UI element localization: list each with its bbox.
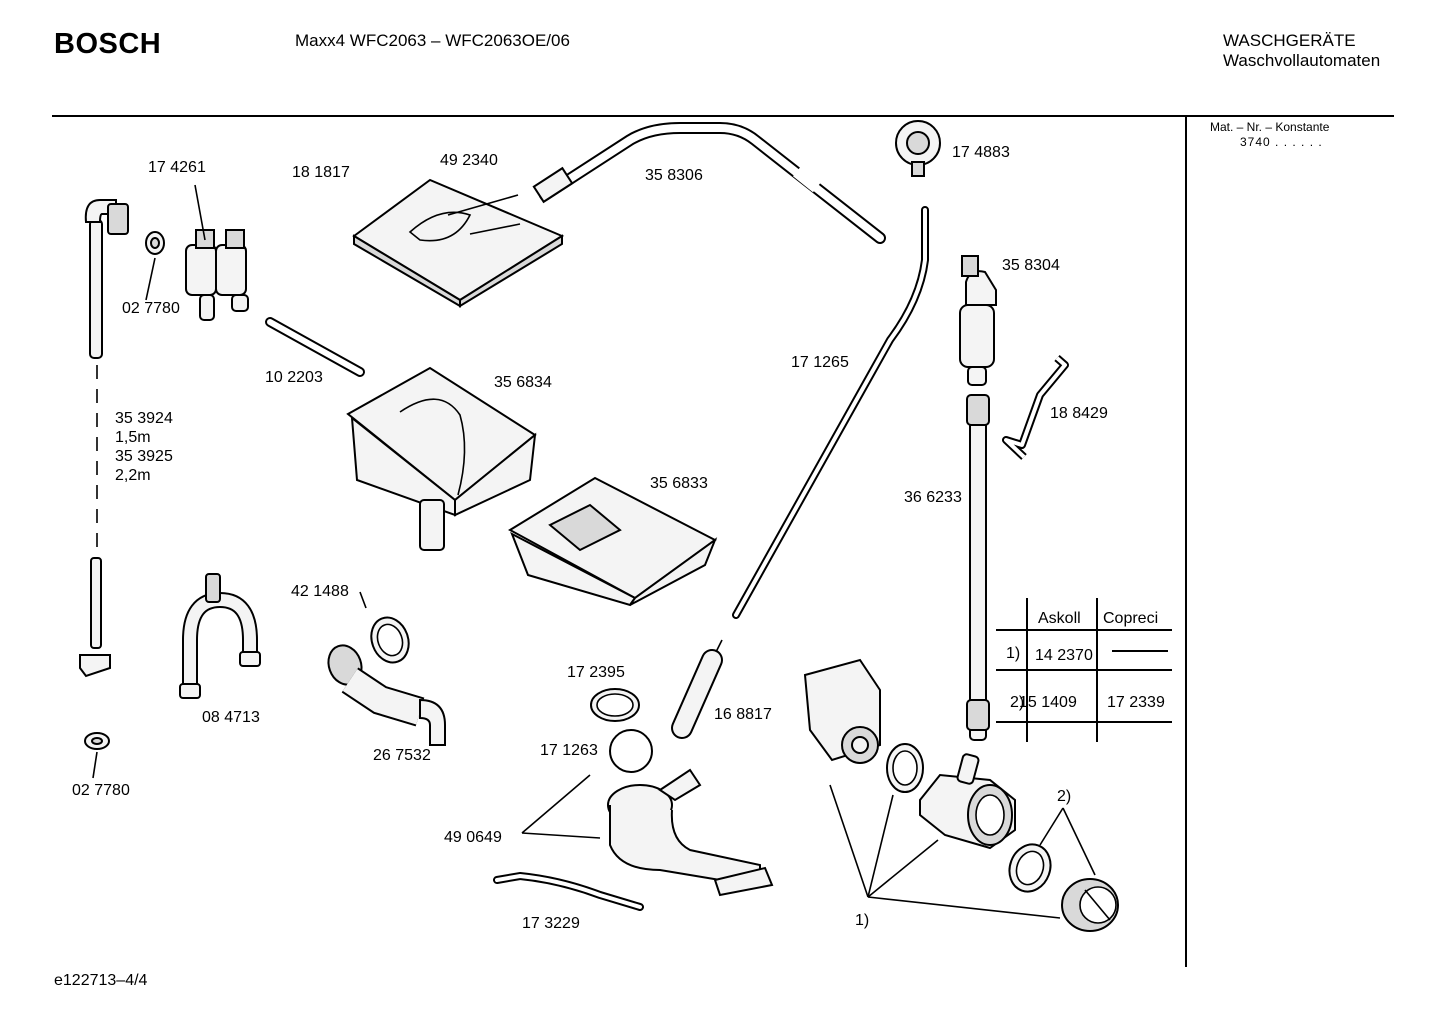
drain-pump-drawing	[803, 658, 881, 764]
part-label: 36 6233	[904, 489, 962, 506]
table-row-ref: 1)	[1006, 645, 1021, 662]
part-label: 35 3924	[115, 410, 173, 427]
mat-info-label: Mat. – Nr. – Konstante	[1210, 120, 1330, 134]
side-rule	[1185, 117, 1187, 967]
part-label: 35 3925	[115, 448, 173, 465]
table-header-copreci: Copreci	[1103, 610, 1159, 627]
table-cell: 15 1409	[1019, 694, 1077, 711]
reference-label: 2)	[1057, 788, 1072, 805]
part-label: 35 8304	[1002, 257, 1060, 274]
table-row-ref: 2)	[1010, 694, 1025, 711]
inlet-hose-drawing	[79, 199, 129, 678]
mat-info-value: 3740 . . . . . .	[1240, 135, 1323, 149]
drawer-insert-drawing	[508, 476, 718, 607]
part-label: 35 6833	[650, 475, 708, 492]
part-label: 17 2395	[567, 664, 625, 681]
part-label: 18 8429	[1050, 405, 1108, 422]
part-label: 16 8817	[714, 706, 772, 723]
part-label: 42 1488	[291, 583, 349, 600]
part-label: 49 2340	[440, 152, 498, 169]
part-label: 17 1263	[540, 742, 598, 759]
inlet-hose-variants: 35 3924 1,5m 35 3925 2,2m	[115, 409, 173, 485]
pump-housing-drawing	[919, 753, 1016, 850]
category-label: WASCHGERÄTE Waschvollautomaten	[1223, 31, 1380, 71]
part-label: 17 4261	[148, 159, 206, 176]
part-label: 08 4713	[202, 709, 260, 726]
part-label: 10 2203	[265, 369, 323, 386]
pressure-switch-drawing	[895, 120, 941, 177]
table-cell: 17 2339	[1107, 694, 1165, 711]
length-label: 1,5m	[115, 429, 151, 446]
part-label: 02 7780	[122, 300, 180, 317]
dispenser-lid-drawing	[352, 178, 565, 308]
sump-drawing	[607, 768, 774, 897]
solenoid-valve-drawing	[185, 184, 249, 321]
table-cell: 14 2370	[1035, 647, 1093, 664]
part-label: 17 4883	[952, 144, 1010, 161]
part-label: 17 1265	[791, 354, 849, 371]
part-label: 17 3229	[522, 915, 580, 932]
model-title: Maxx4 WFC2063 – WFC2063OE/06	[295, 31, 570, 50]
length-label: 2,2m	[115, 467, 151, 484]
part-label: 18 1817	[292, 164, 350, 181]
mat-info: Mat. – Nr. – Konstante 3740 . . . . . .	[1210, 120, 1329, 150]
drawing-code: e122713–4/4	[54, 972, 148, 989]
hose-084713-drawing	[179, 573, 261, 699]
variant-table-grid	[996, 598, 1172, 742]
lint-filter-drawing	[1061, 878, 1119, 932]
hose-358306-drawing	[532, 122, 886, 244]
part-label: 49 0649	[444, 829, 502, 846]
part-label: 26 7532	[373, 747, 431, 764]
table-header-askoll: Askoll	[1038, 610, 1081, 627]
brand-logo: BOSCH	[54, 28, 162, 60]
header-rule	[52, 115, 1394, 117]
part-label: 35 6834	[494, 374, 552, 391]
detergent-drawer-drawing	[346, 366, 537, 551]
category-line-2: Waschvollautomaten	[1223, 51, 1381, 70]
part-label: 35 8306	[645, 167, 703, 184]
reference-label: 1)	[855, 912, 870, 929]
ball-171263-drawing	[609, 729, 653, 773]
air-trap-drawing	[959, 255, 997, 386]
category-line-1: WASCHGERÄTE	[1223, 31, 1356, 50]
bellows-hose-drawing	[327, 644, 446, 746]
hose-366233-drawing	[966, 394, 990, 741]
part-label: 02 7780	[72, 782, 130, 799]
